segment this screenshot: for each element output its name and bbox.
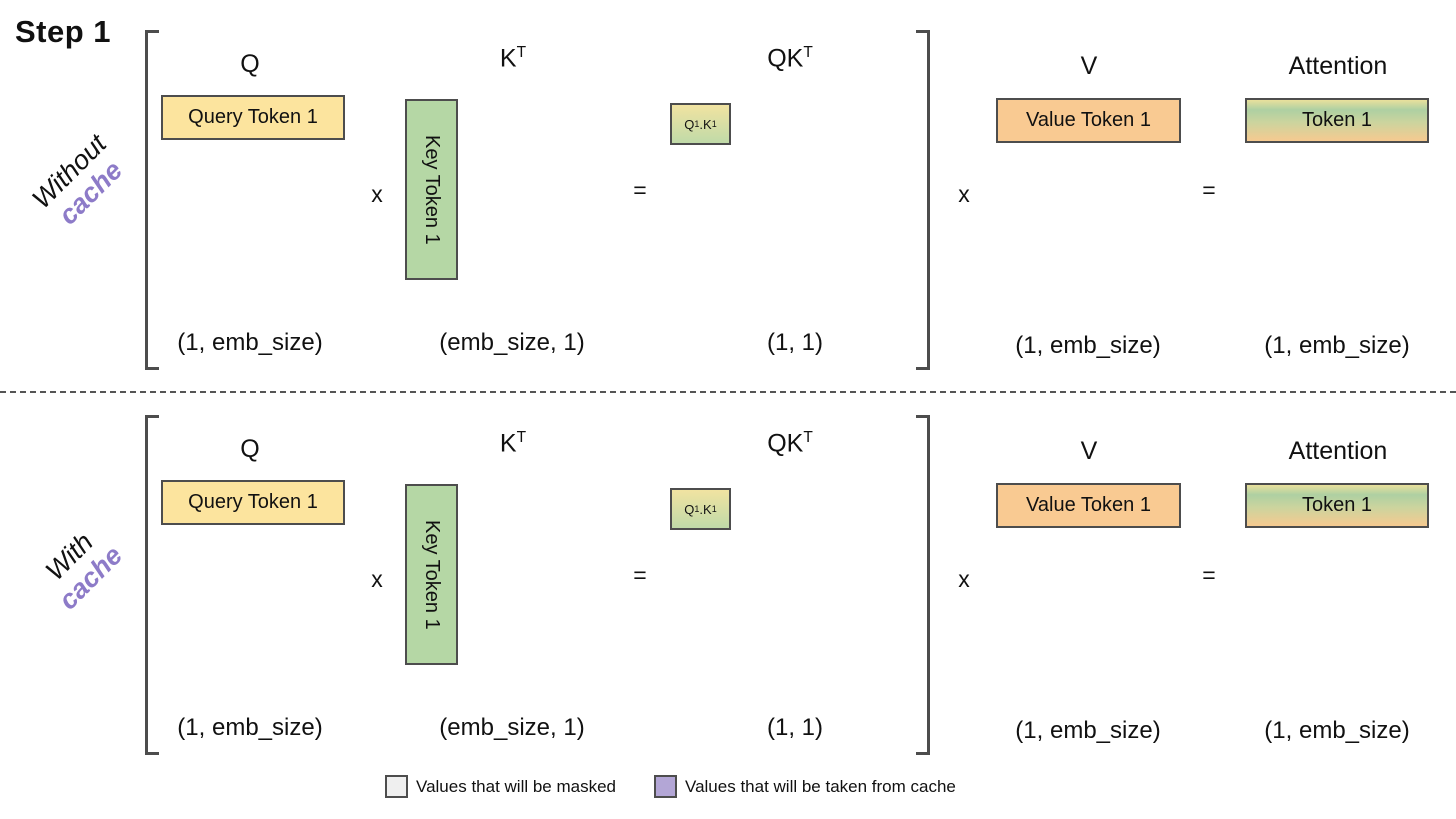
attention-header: Attention [1288, 52, 1388, 80]
k-transpose-header: KT [499, 429, 527, 458]
legend-item-cache: Values that will be taken from cache [654, 775, 956, 798]
v-header: V [1080, 437, 1098, 465]
row-with-cache: With cache Q KT QKT V Attention Query To… [0, 385, 1456, 770]
v-shape-label: (1, emb_size) [1015, 332, 1161, 359]
cache-swatch-icon [654, 775, 677, 798]
equals-operator: = [633, 562, 647, 588]
masked-swatch-icon [385, 775, 408, 798]
multiply-operator: x [958, 566, 970, 592]
equals-operator: = [633, 177, 647, 203]
k-shape-label: (emb_size, 1) [439, 329, 585, 356]
k-shape-label: (emb_size, 1) [439, 714, 585, 741]
side-label-with-cache: With cache [11, 498, 150, 637]
matrix-bracket-right [916, 30, 930, 370]
qk-transpose-header: QKT [767, 44, 813, 73]
row-without-cache: Without cache Q KT QKT V Attention Query… [0, 0, 1456, 385]
qk-transpose-header: QKT [767, 429, 813, 458]
multiply-operator: x [371, 181, 383, 207]
legend-cache-label: Values that will be taken from cache [685, 776, 956, 796]
legend-masked-label: Values that will be masked [416, 776, 617, 796]
matrix-bracket-right [916, 415, 930, 755]
attention-shape-label: (1, emb_size) [1264, 717, 1410, 744]
legend-item-masked: Values that will be masked [385, 775, 616, 798]
query-token-box: Query Token 1 [161, 480, 345, 525]
k-transpose-header: KT [499, 44, 527, 73]
q-header: Q [240, 50, 260, 78]
attention-token-box: Token 1 [1245, 483, 1429, 528]
value-token-box: Value Token 1 [996, 483, 1181, 528]
query-token-box: Query Token 1 [161, 95, 345, 140]
side-label-without-cache: Without cache [11, 113, 150, 252]
step-title: Step 1 [15, 14, 112, 49]
multiply-operator: x [958, 181, 970, 207]
key-token-box: Key Token 1 [405, 484, 458, 665]
equals-operator: = [1202, 562, 1216, 588]
v-header: V [1080, 52, 1098, 80]
q-header: Q [240, 435, 260, 463]
attention-shape-label: (1, emb_size) [1264, 332, 1410, 359]
value-token-box: Value Token 1 [996, 98, 1181, 143]
equals-operator: = [1202, 177, 1216, 203]
q-shape-label: (1, emb_size) [177, 714, 323, 741]
qk-shape-label: (1, 1) [766, 329, 823, 356]
attention-token-box: Token 1 [1245, 98, 1429, 143]
dashed-divider [0, 391, 1456, 393]
attention-header: Attention [1288, 437, 1388, 465]
q-shape-label: (1, emb_size) [177, 329, 323, 356]
v-shape-label: (1, emb_size) [1015, 717, 1161, 744]
matrix-bracket-left [145, 415, 159, 755]
qk-shape-label: (1, 1) [766, 714, 823, 741]
matrix-bracket-left [145, 30, 159, 370]
key-token-box: Key Token 1 [405, 99, 458, 280]
multiply-operator: x [371, 566, 383, 592]
